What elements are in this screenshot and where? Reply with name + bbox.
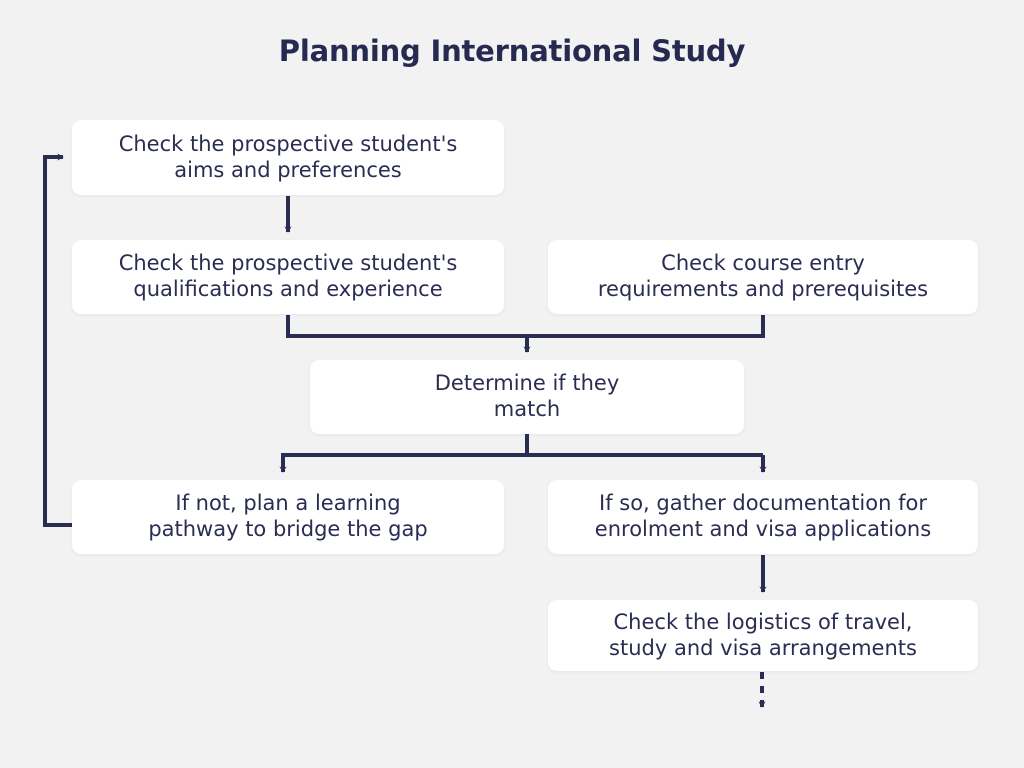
node-check-logistics[interactable]: Check the logistics of travel, study and… <box>548 600 978 671</box>
node-check-aims-preferences[interactable]: Check the prospective student's aims and… <box>72 120 504 195</box>
edge-split-from-determine <box>279 434 767 473</box>
node-check-qualifications-experience[interactable]: Check the prospective student's qualific… <box>72 240 504 314</box>
page-title: Planning International Study <box>278 34 746 68</box>
node-determine-if-they-match[interactable]: Determine if they match <box>310 360 744 434</box>
edge-feedback-loop-to-n1 <box>43 153 72 527</box>
edge-merge-to-determine <box>286 315 765 353</box>
node-gather-documentation[interactable]: If so, gather documentation for enrolmen… <box>548 480 978 554</box>
node-check-course-entry-requirements[interactable]: Check course entry requirements and prer… <box>548 240 978 314</box>
node-plan-learning-pathway[interactable]: If not, plan a learning pathway to bridg… <box>72 480 504 554</box>
